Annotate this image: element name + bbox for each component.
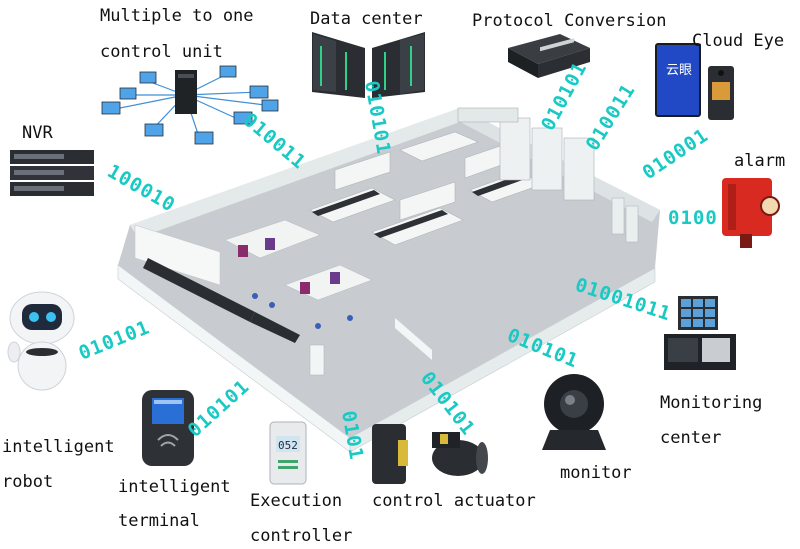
binary-stream-robot: 010101 — [76, 316, 153, 364]
control-unit-network-icon — [101, 65, 279, 145]
binary-stream-nvr: 100010 — [104, 160, 180, 216]
label-protocol-conversion: Protocol Conversion — [472, 11, 666, 31]
label-monitoring-center-line2: center — [660, 428, 721, 448]
label-monitor: monitor — [560, 463, 632, 483]
label-execution-controller-line2: controller — [250, 526, 352, 546]
cloud-eye-icon: 云眼 — [655, 43, 734, 120]
label-intelligent-terminal-line2: terminal — [118, 511, 200, 531]
execution-readout-text: 052 — [278, 439, 298, 452]
binary-stream-alarm: 0100 — [668, 207, 718, 229]
intelligent-terminal-icon — [142, 390, 194, 466]
label-alarm: alarm — [734, 151, 785, 171]
binary-stream-control-unit: 010011 — [239, 109, 310, 174]
label-data-center: Data center — [310, 9, 423, 29]
label-cloud-eye: Cloud Eye — [692, 31, 784, 51]
data-center-icon — [312, 32, 425, 98]
label-nvr: NVR — [22, 123, 53, 143]
cloud-eye-screen-text: 云眼 — [666, 63, 692, 78]
monitoring-center-icon — [664, 296, 736, 370]
binary-stream-terminal: 010101 — [184, 375, 254, 441]
label-intelligent-robot-line2: robot — [2, 472, 53, 492]
label-intelligent-terminal-line1: intelligent — [118, 477, 231, 497]
label-execution-controller-line1: Execution — [250, 491, 342, 511]
label-monitoring-center-line1: Monitoring — [660, 393, 762, 413]
lab-floor-plan — [117, 107, 660, 453]
label-control-actuator: control actuator — [372, 491, 536, 511]
execution-controller-icon: 052 — [269, 421, 307, 485]
control-actuator-icon — [372, 424, 488, 484]
protocol-converter-icon — [508, 34, 590, 78]
nvr-icon — [10, 150, 94, 196]
label-intelligent-robot-line1: intelligent — [2, 437, 115, 457]
monitor-camera-icon — [542, 374, 606, 450]
binary-stream-cloud-eye: 010001 — [638, 124, 712, 184]
label-multiple-to-one: Multiple to one — [100, 6, 254, 26]
robot-icon — [7, 291, 75, 391]
binary-stream-protocol-b: 010011 — [582, 80, 640, 155]
alarm-icon — [722, 178, 780, 248]
label-control-unit: control unit — [100, 42, 223, 62]
